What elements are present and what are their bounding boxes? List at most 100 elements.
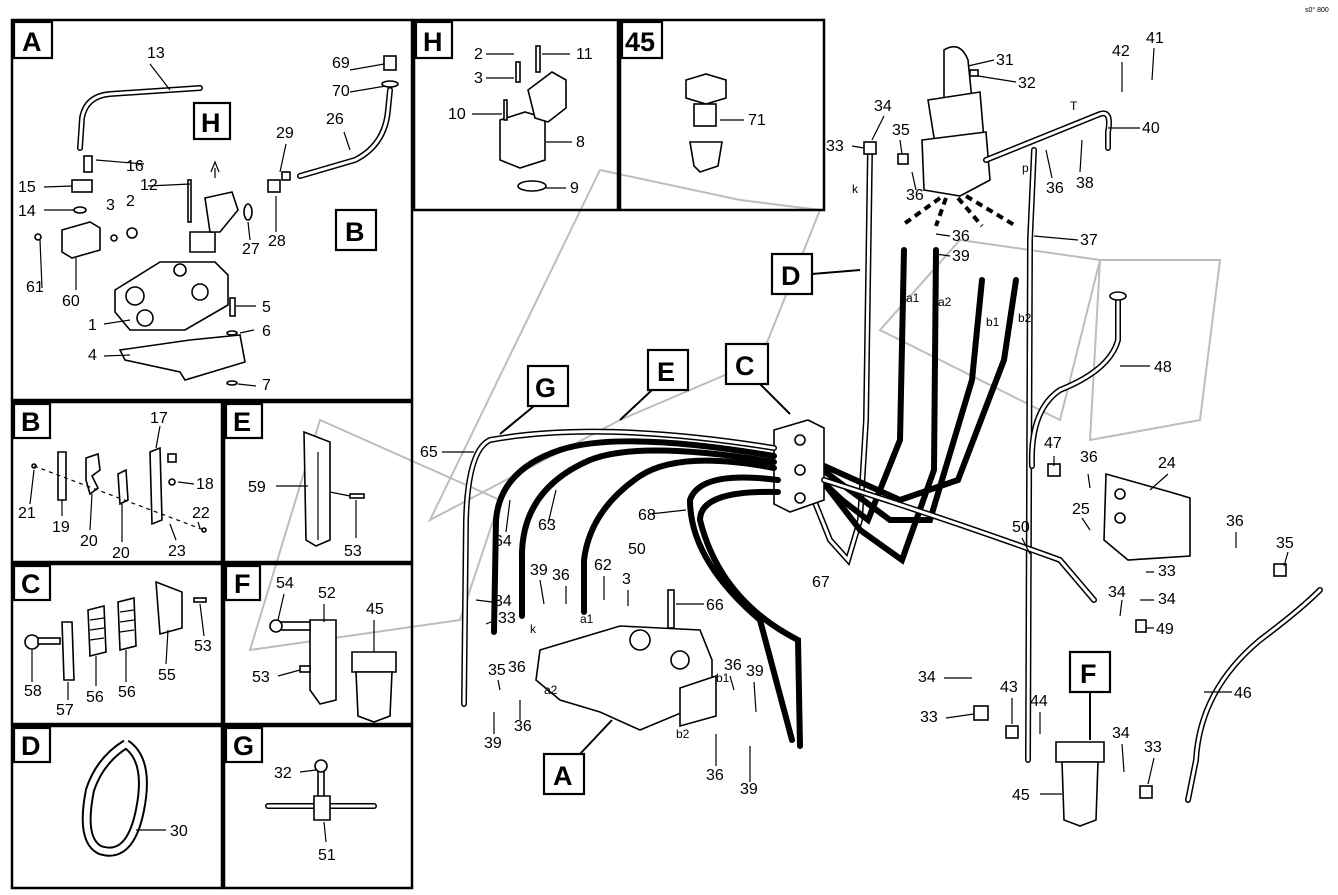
svg-text:3: 3 <box>622 571 631 588</box>
svg-text:11: 11 <box>576 46 593 63</box>
svg-text:41: 41 <box>1146 30 1164 47</box>
svg-text:39: 39 <box>484 735 502 752</box>
svg-text:35: 35 <box>892 122 910 139</box>
svg-text:6: 6 <box>262 323 271 340</box>
svg-text:54: 54 <box>276 575 294 592</box>
svg-text:27: 27 <box>242 241 260 258</box>
svg-text:69: 69 <box>332 55 350 72</box>
svg-text:29: 29 <box>276 125 294 142</box>
svg-text:51: 51 <box>318 847 336 864</box>
svg-text:50: 50 <box>628 541 646 558</box>
svg-text:45: 45 <box>1012 787 1030 804</box>
svg-text:52: 52 <box>318 585 336 602</box>
svg-text:34: 34 <box>1112 725 1130 742</box>
svg-text:36: 36 <box>724 657 742 674</box>
panel-d: D 30 <box>10 724 224 890</box>
panel-e: E 59 53 <box>222 400 414 564</box>
svg-text:45: 45 <box>366 601 384 618</box>
svg-text:25: 25 <box>1072 501 1090 518</box>
svg-text:33: 33 <box>498 610 516 627</box>
panel-a-tag: A <box>22 27 42 57</box>
panel-h-tag: H <box>423 27 443 57</box>
svg-text:33: 33 <box>1158 563 1176 580</box>
svg-text:13: 13 <box>147 45 165 62</box>
svg-text:k: k <box>852 182 859 196</box>
panel-45-tag: 45 <box>625 27 655 57</box>
svg-text:15: 15 <box>18 179 36 196</box>
svg-text:33: 33 <box>826 138 844 155</box>
svg-text:k: k <box>530 622 537 636</box>
panel-d-tag: D <box>21 731 41 761</box>
svg-text:32: 32 <box>274 765 292 782</box>
panel-f-tag: F <box>234 569 251 599</box>
svg-text:2: 2 <box>474 46 483 63</box>
panel-b-tag: B <box>21 407 41 437</box>
svg-text:56: 56 <box>118 684 136 701</box>
svg-text:47: 47 <box>1044 435 1062 452</box>
svg-text:44: 44 <box>1030 693 1048 710</box>
svg-text:38: 38 <box>1076 175 1094 192</box>
svg-text:48: 48 <box>1154 359 1172 376</box>
svg-text:9: 9 <box>570 180 579 197</box>
svg-text:28: 28 <box>268 233 286 250</box>
svg-text:36: 36 <box>706 767 724 784</box>
panel-g-tag: G <box>233 731 254 761</box>
svg-text:H: H <box>201 108 221 138</box>
panel-e-tag: E <box>233 407 251 437</box>
svg-text:2: 2 <box>126 193 135 210</box>
svg-text:43: 43 <box>1000 679 1018 696</box>
svg-text:53: 53 <box>344 543 362 560</box>
svg-text:50: 50 <box>1012 519 1030 536</box>
svg-text:p: p <box>1022 161 1029 175</box>
svg-text:a2: a2 <box>938 295 952 309</box>
svg-text:30: 30 <box>170 823 188 840</box>
panel-h: H 2 11 3 10 8 9 <box>412 18 620 212</box>
svg-text:39: 39 <box>530 562 548 579</box>
svg-text:35: 35 <box>1276 535 1294 552</box>
svg-text:22: 22 <box>192 505 210 522</box>
svg-text:59: 59 <box>248 479 266 496</box>
svg-text:36: 36 <box>1046 180 1064 197</box>
svg-text:66: 66 <box>706 597 724 614</box>
svg-text:20: 20 <box>112 545 130 562</box>
svg-text:36: 36 <box>1080 449 1098 466</box>
svg-text:35: 35 <box>488 662 506 679</box>
svg-text:3: 3 <box>106 197 115 214</box>
svg-text:21: 21 <box>18 505 36 522</box>
svg-text:b1: b1 <box>716 671 730 685</box>
svg-text:39: 39 <box>746 663 764 680</box>
svg-text:D: D <box>781 261 801 291</box>
svg-text:39: 39 <box>952 248 970 265</box>
svg-text:a1: a1 <box>580 612 594 626</box>
svg-text:b2: b2 <box>1018 311 1032 325</box>
panel-f: F 54 52 45 53 <box>222 562 414 726</box>
svg-text:1: 1 <box>88 317 97 334</box>
svg-text:a1: a1 <box>906 291 920 305</box>
svg-text:53: 53 <box>252 669 270 686</box>
panel-b: B 17 18 21 19 20 20 22 23 <box>10 400 224 564</box>
svg-text:36: 36 <box>552 567 570 584</box>
svg-text:a2: a2 <box>544 683 558 697</box>
svg-text:T: T <box>1070 99 1078 113</box>
panel-c: C 53 58 57 56 56 55 <box>10 562 224 726</box>
svg-text:34: 34 <box>1158 591 1176 608</box>
svg-text:60: 60 <box>62 293 80 310</box>
svg-text:49: 49 <box>1156 621 1174 638</box>
svg-text:37: 37 <box>1080 232 1098 249</box>
svg-text:B: B <box>345 217 365 247</box>
svg-text:3: 3 <box>474 70 483 87</box>
main-assembly: D C G E A F 31 32 41 42 40 34 35 33 36 3… <box>420 30 1323 827</box>
svg-text:68: 68 <box>638 507 656 524</box>
svg-text:36: 36 <box>952 228 970 245</box>
svg-text:17: 17 <box>150 410 168 427</box>
svg-text:G: G <box>535 373 556 403</box>
svg-text:4: 4 <box>88 347 97 364</box>
svg-text:42: 42 <box>1112 43 1130 60</box>
panel-a: A <box>10 18 414 402</box>
svg-text:61: 61 <box>26 279 44 296</box>
svg-text:36: 36 <box>1226 513 1244 530</box>
svg-text:34: 34 <box>1108 584 1126 601</box>
svg-text:F: F <box>1080 659 1097 689</box>
svg-text:24: 24 <box>1158 455 1176 472</box>
panel-45: 45 71 <box>618 18 826 212</box>
